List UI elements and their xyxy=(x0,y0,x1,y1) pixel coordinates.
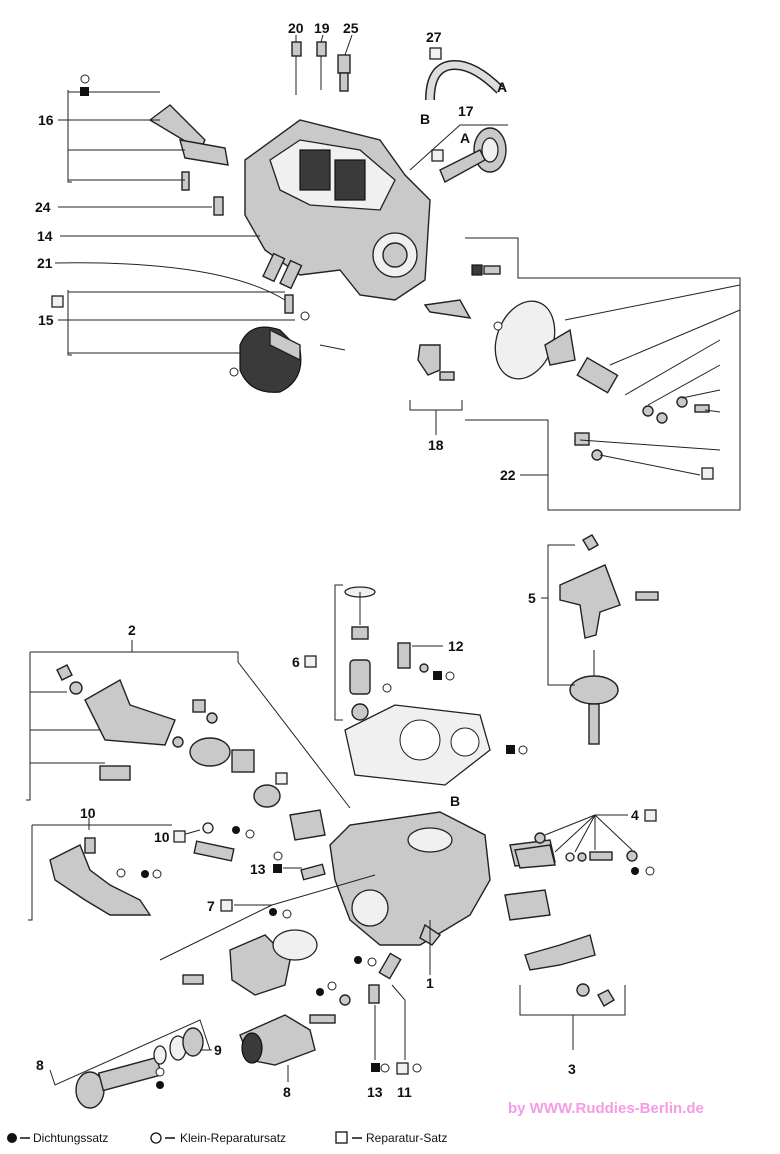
carburetor-lower-body xyxy=(329,811,556,946)
callout-11: 11 xyxy=(397,1084,412,1100)
callout-20: 20 xyxy=(288,20,304,36)
callout-24: 24 xyxy=(35,199,51,215)
screw-24 xyxy=(213,196,224,216)
fitting-4 xyxy=(514,832,638,869)
repair-kit-square xyxy=(173,830,186,843)
callout-5: 5 xyxy=(528,590,536,606)
accelerator-pump-15 xyxy=(239,326,346,393)
repair-kit-square xyxy=(220,899,233,912)
vacuum-hose-27 xyxy=(425,59,504,101)
callout-19: 19 xyxy=(314,20,330,36)
callout-17: 17 xyxy=(458,103,474,119)
callout-6: 6 xyxy=(292,654,300,670)
callout-18: 18 xyxy=(428,437,444,453)
repair-kit-square xyxy=(51,295,64,308)
callout-8-left: 8 xyxy=(36,1057,44,1073)
callout-22: 22 xyxy=(500,467,516,483)
filled-circle-icon xyxy=(7,1133,17,1143)
gasket-kit-marker xyxy=(80,87,89,96)
hose-label-b: B xyxy=(420,111,430,127)
check-valve-12 xyxy=(397,642,429,673)
lever-18 xyxy=(417,344,455,381)
screw-21 xyxy=(284,294,294,314)
linkage-3 xyxy=(524,934,615,1007)
bracket-5 xyxy=(559,534,659,745)
repair-kit-square xyxy=(396,1062,409,1075)
pump-stack-6 xyxy=(344,586,376,721)
callout-14: 14 xyxy=(37,228,53,244)
callout-13-lower: 13 xyxy=(367,1084,383,1100)
repair-kit-square xyxy=(275,772,288,785)
watermark: by WWW.Ruddies-Berlin.de xyxy=(508,1100,704,1117)
lever-16 xyxy=(148,104,229,191)
hose-label-a: A xyxy=(497,79,507,95)
callout-12: 12 xyxy=(448,638,464,654)
legend-reparatur-satz: Reparatur-Satz xyxy=(366,1131,447,1145)
callout-4: 4 xyxy=(631,807,639,823)
callout-7: 7 xyxy=(207,898,215,914)
screw-20 xyxy=(291,41,302,95)
repair-kit-square xyxy=(429,47,442,60)
linkage-2 xyxy=(56,664,326,841)
callout-25: 25 xyxy=(343,20,359,36)
repair-kit-square xyxy=(304,655,317,668)
carburetor-gasket xyxy=(344,704,491,786)
callout-13: 13 xyxy=(250,861,266,877)
carburetor-upper-body xyxy=(244,119,431,301)
square-icon xyxy=(335,1131,348,1144)
callout-15: 15 xyxy=(38,312,54,328)
callout-10-left: 10 xyxy=(80,805,96,821)
idle-cutoff-valve-10 xyxy=(49,837,152,916)
callout-1: 1 xyxy=(426,975,434,991)
legend: Dichtungssatz Klein-Reparatursatz Repara… xyxy=(7,1131,447,1145)
callout-2: 2 xyxy=(128,622,136,638)
repair-kit-square xyxy=(701,467,714,480)
callout-8: 8 xyxy=(283,1084,291,1100)
mixture-screw-10 xyxy=(193,822,235,862)
legend-dichtungssatz: Dichtungssatz xyxy=(33,1131,108,1145)
repair-kit-square xyxy=(431,149,444,162)
screw-19 xyxy=(316,41,327,90)
jet-13 xyxy=(300,863,326,881)
solenoid-valve-8 xyxy=(239,994,351,1066)
body-label-b: B xyxy=(450,793,460,809)
throttle-linkage-22 xyxy=(423,264,710,461)
callout-10: 10 xyxy=(154,829,170,845)
legend-klein-reparatursatz: Klein-Reparatursatz xyxy=(180,1131,286,1145)
diaphragm-17 xyxy=(439,127,507,183)
hose-label-a-2: A xyxy=(460,130,470,146)
callout-16: 16 xyxy=(38,112,54,128)
repair-kit-square xyxy=(644,809,657,822)
pump-cover-7 xyxy=(182,929,318,996)
callout-27: 27 xyxy=(426,29,442,45)
screw-25 xyxy=(337,54,351,92)
callout-21: 21 xyxy=(37,255,53,271)
open-circle-icon xyxy=(150,1132,162,1144)
enrichment-jet-8 xyxy=(75,1027,204,1109)
callout-9: 9 xyxy=(214,1042,222,1058)
callout-3: 3 xyxy=(568,1061,576,1077)
jet-13-lower xyxy=(368,952,402,1004)
